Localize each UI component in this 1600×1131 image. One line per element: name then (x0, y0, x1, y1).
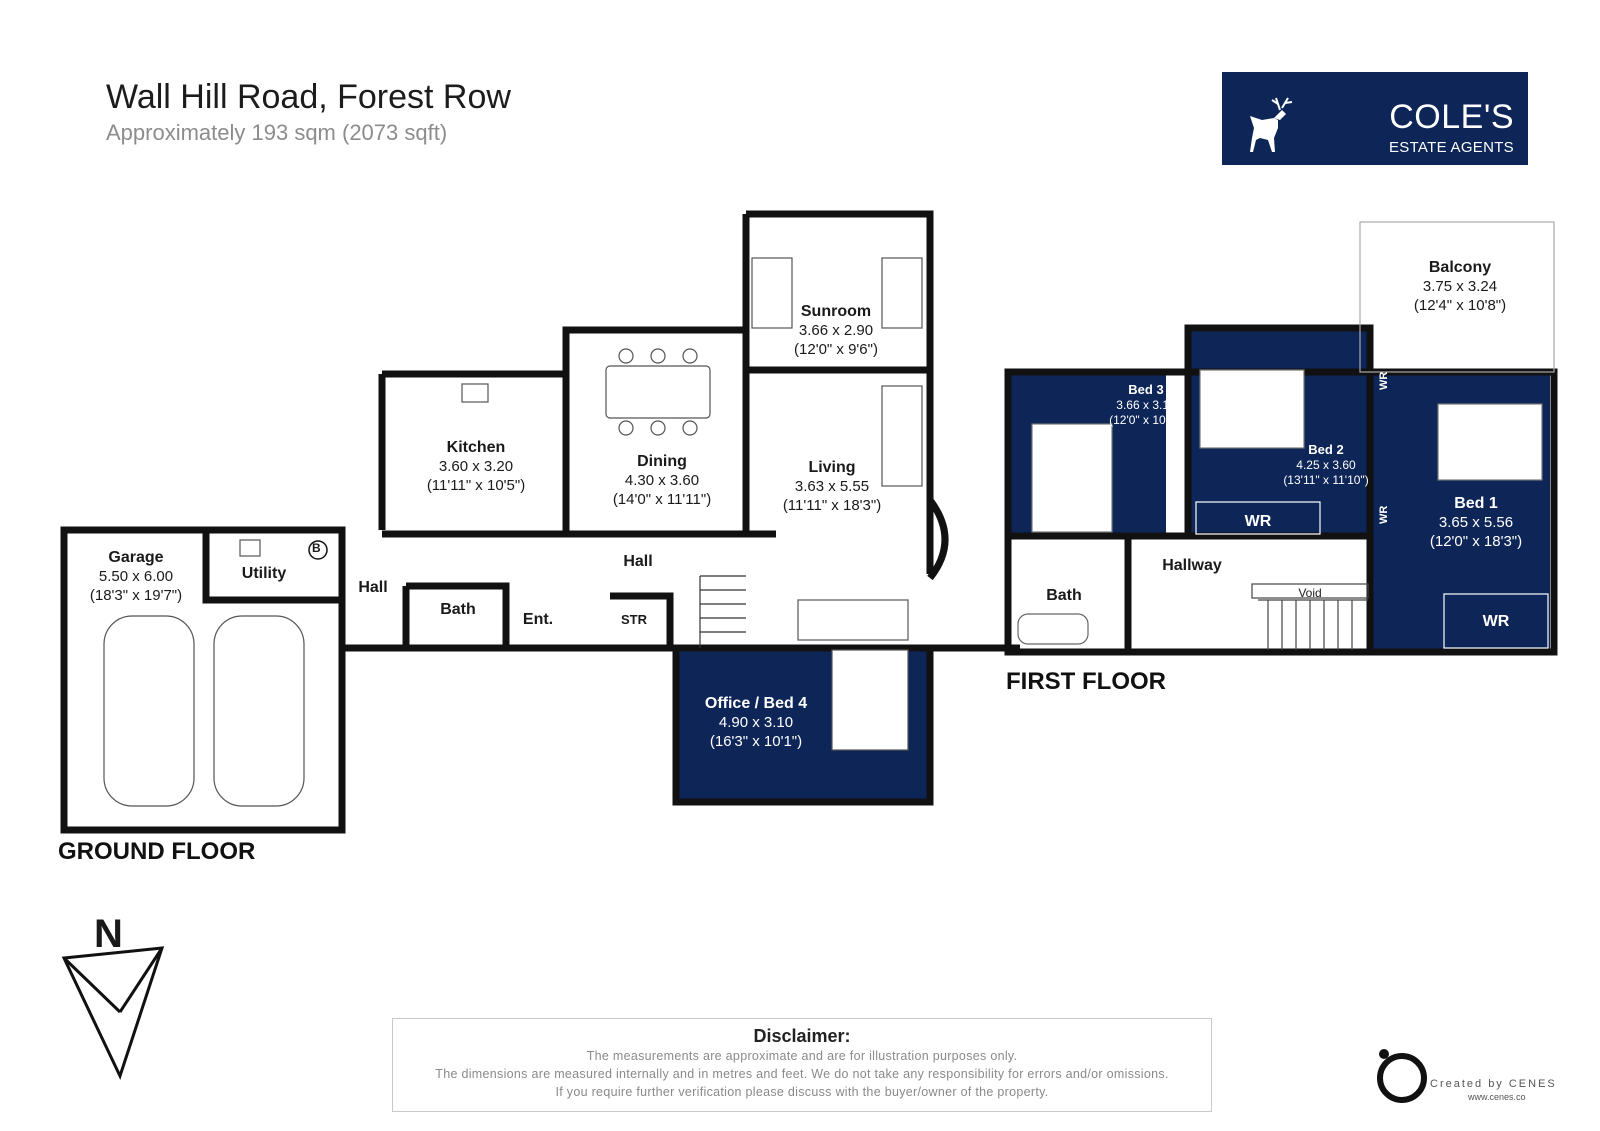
disclaimer-line: The dimensions are measured internally a… (435, 1067, 1169, 1081)
room-bath-first: Bath (1046, 586, 1082, 606)
wardrobe-bed1: WR (1483, 612, 1510, 632)
credit-url: www.cenes.co (1468, 1092, 1526, 1102)
room-name: Office / Bed 4 (704, 695, 808, 712)
room-metric: 4.90 x 3.10 (718, 714, 794, 731)
room-bed1: Bed 1 3.65 x 5.56 (12'0" x 18'3") (1430, 494, 1522, 552)
room-dining: Dining 4.30 x 3.60 (14'0" x 11'11") (613, 452, 711, 510)
room-living: Living 3.63 x 5.55 (11'11" x 18'3") (783, 458, 881, 516)
ground-floor-label: GROUND FLOOR (58, 838, 256, 865)
room-imperial: (11'11" x 10'5") (426, 476, 526, 494)
room-hall-west: Hall (358, 578, 387, 598)
wardrobe-vertical-b: WR (1378, 505, 1390, 524)
room-metric: 3.65 x 5.56 (1438, 514, 1514, 531)
room-name: STR (621, 612, 647, 627)
room-name: Kitchen (446, 439, 506, 456)
logo-brand: COLE'S (1389, 98, 1514, 136)
room-name: Garage (108, 549, 164, 566)
room-name: Bath (440, 601, 476, 618)
room-sunroom: Sunroom 3.66 x 2.90 (12'0" x 9'6") (794, 302, 878, 360)
room-entrance: Ent. (523, 610, 553, 630)
room-name: Hallway (1162, 557, 1222, 574)
room-name: Bed 1 (1454, 495, 1498, 512)
room-office: Office / Bed 4 4.90 x 3.10 (16'3" x 10'1… (705, 694, 807, 752)
room-bed2: Bed 2 4.25 x 3.60 (13'11" x 11'10") (1283, 442, 1368, 488)
disclaimer-heading: Disclaimer: (753, 1026, 851, 1046)
room-imperial: (11'11" x 18'3") (782, 496, 882, 514)
cenes-logo-icon (1377, 1049, 1427, 1103)
room-imperial: (12'0" x 18'3") (1429, 532, 1523, 550)
room-name: Void (1298, 586, 1322, 600)
room-bed3: Bed 3 3.66 x 3.17 (12'0" x 10'5") (1109, 382, 1183, 428)
disclaimer-line: The measurements are approximate and are… (586, 1049, 1018, 1063)
north-label: N (94, 912, 123, 956)
disclaimer-line: If you require further verification plea… (555, 1085, 1049, 1099)
first-floor-details (1017, 221, 1555, 650)
agency-logo: COLE'S ESTATE AGENTS (1222, 72, 1528, 165)
stag-icon (1250, 97, 1293, 152)
room-imperial: (12'4" x 10'8") (1413, 296, 1507, 314)
room-imperial: (12'0" x 10'5") (1109, 413, 1183, 428)
room-metric: 5.50 x 6.00 (98, 568, 174, 585)
ground-floor-furniture (103, 257, 923, 807)
room-name: Utility (241, 565, 287, 582)
room-garage: Garage 5.50 x 6.00 (18'3" x 19'7") (90, 548, 182, 606)
room-metric: 3.75 x 3.24 (1422, 278, 1498, 295)
room-metric: 4.25 x 3.60 (1296, 458, 1356, 473)
page-title: Wall Hill Road, Forest Row (106, 78, 511, 116)
room-name: Bed 3 (1128, 382, 1164, 397)
room-balcony: Balcony 3.75 x 3.24 (12'4" x 10'8") (1414, 258, 1506, 316)
room-name: WR (1482, 613, 1510, 630)
room-name: Living (808, 459, 856, 476)
room-name: Hall (358, 579, 388, 596)
ground-floor-walls (60, 210, 1020, 834)
area-subtitle: Approximately 193 sqm (2073 sqft) (106, 120, 448, 145)
boiler-marker: B (312, 541, 321, 555)
room-store: STR (621, 612, 647, 628)
room-metric: 3.60 x 3.20 (438, 458, 514, 475)
disclaimer-box: Disclaimer: The measurements are approxi… (392, 1018, 1212, 1112)
room-name: Sunroom (800, 303, 872, 320)
logo-tagline: ESTATE AGENTS (1388, 139, 1514, 156)
north-arrow-icon (61, 946, 165, 1081)
room-name: Ent. (522, 611, 554, 628)
room-imperial: (18'3" x 19'7") (89, 586, 183, 604)
room-metric: 3.66 x 3.17 (1116, 398, 1176, 413)
cenes-credit: Created by CENES www.cenes.co (1372, 1044, 1572, 1108)
room-name: Dining (637, 453, 687, 470)
wardrobe-bed2: WR (1245, 512, 1272, 532)
room-name: Bath (1046, 587, 1082, 604)
room-utility: Utility (242, 564, 286, 584)
room-metric: 3.66 x 2.90 (798, 322, 874, 339)
room-hall-central: Hall (623, 552, 652, 572)
room-kitchen: Kitchen 3.60 x 3.20 (11'11" x 10'5") (427, 438, 525, 496)
room-bath-ground: Bath (440, 600, 476, 620)
wardrobe-vertical-a: WR (1378, 371, 1390, 390)
room-metric: 3.63 x 5.55 (794, 478, 870, 495)
room-imperial: (16'3" x 10'1") (709, 732, 803, 750)
room-void: Void (1298, 586, 1321, 601)
north-compass: N (58, 912, 168, 1082)
first-floor-label: FIRST FLOOR (1006, 668, 1166, 695)
room-name: Bed 2 (1308, 442, 1344, 457)
room-imperial: (14'0" x 11'11") (612, 490, 712, 508)
room-name: Hall (623, 553, 653, 570)
room-hallway: Hallway (1162, 556, 1222, 576)
room-name: Balcony (1428, 259, 1492, 276)
credit-text: Created by CENES (1430, 1078, 1557, 1090)
room-name: WR (1244, 513, 1272, 530)
room-imperial: (13'11" x 11'10") (1283, 473, 1369, 488)
room-metric: 4.30 x 3.60 (624, 472, 700, 489)
room-imperial: (12'0" x 9'6") (794, 340, 878, 358)
